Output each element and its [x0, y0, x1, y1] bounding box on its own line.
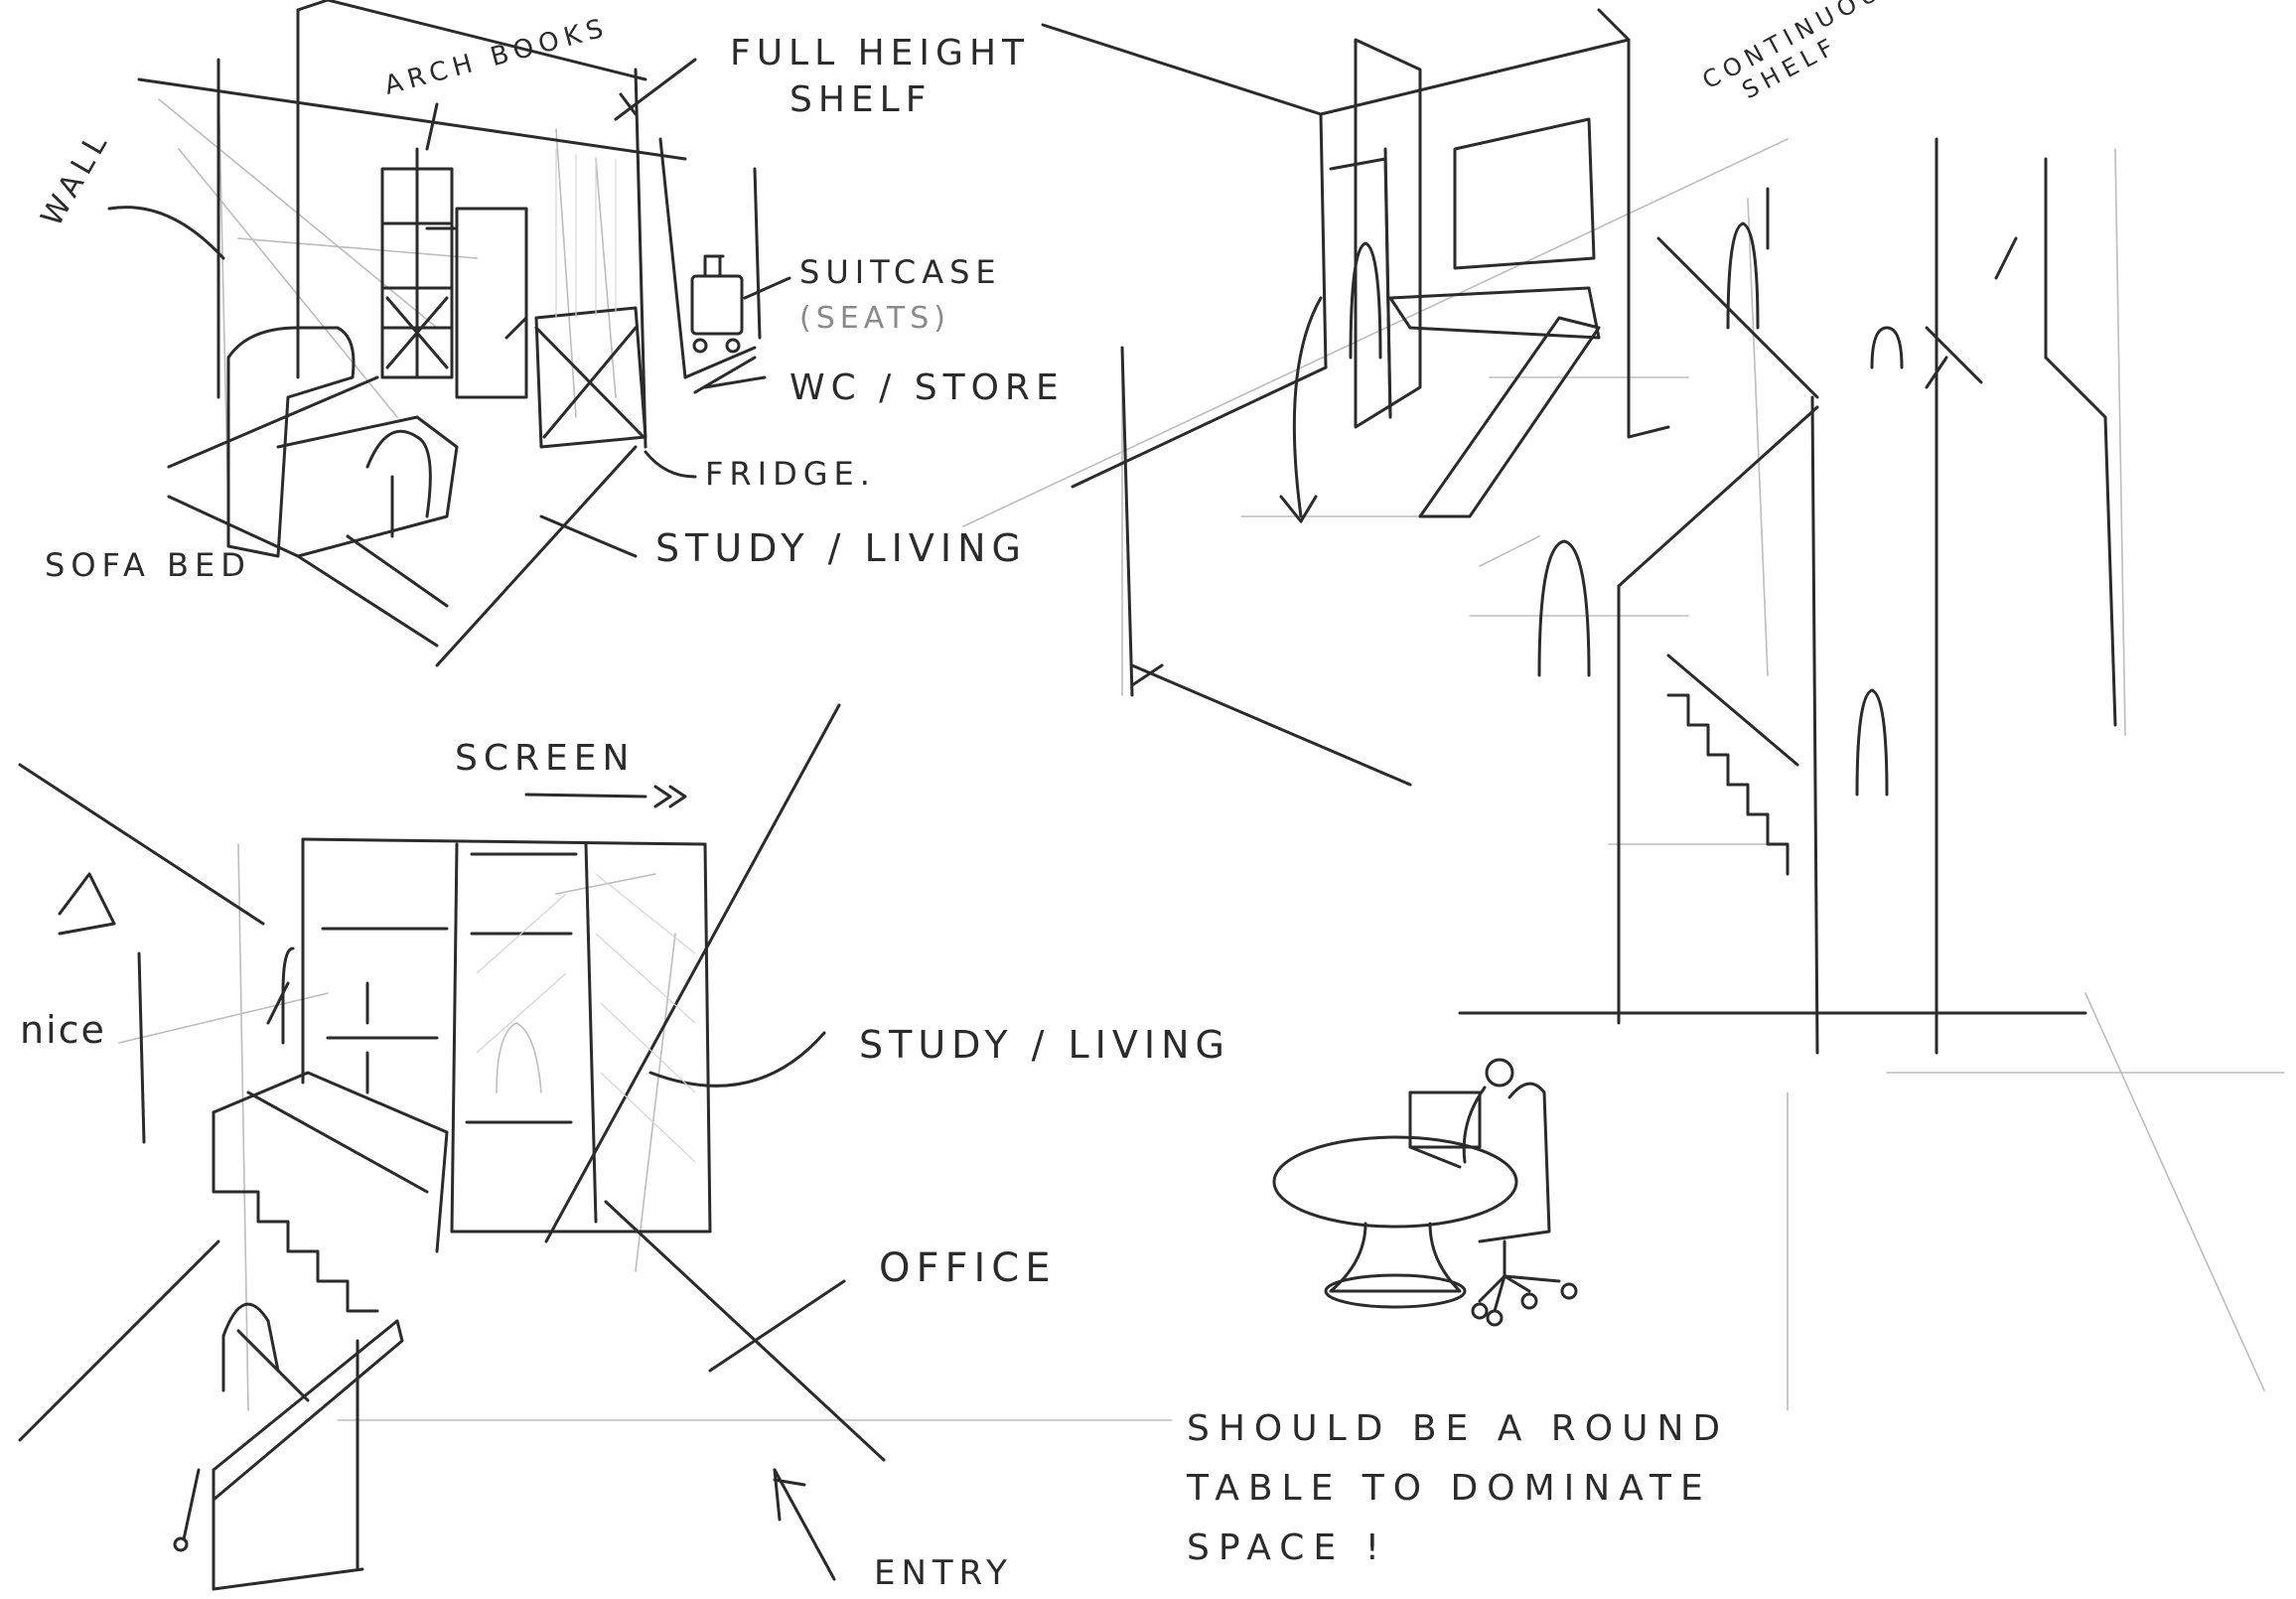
label-arch-books: ARCH BOOKS: [381, 13, 612, 101]
label-wc-store: WC / STORE: [789, 367, 1065, 408]
note-line-2: TABLE TO DOMINATE: [1186, 1468, 1712, 1509]
note-line-3: SPACE !: [1187, 1527, 1388, 1568]
label-full-height-2: SHELF: [789, 79, 932, 120]
label-study-living-top: STUDY / LIVING: [655, 526, 1027, 570]
annotation-labels: WALL ARCH BOOKS FULL HEIGHT SHELF SUITCA…: [20, 0, 1906, 1593]
round-table-sketch: [1272, 1058, 1578, 1327]
label-fridge: FRIDGE.: [705, 455, 876, 493]
label-screen: SCREEN: [455, 738, 635, 779]
top-right-section: [962, 8, 2285, 1411]
label-sofa-bed: SOFA BED: [45, 546, 251, 584]
label-wall: WALL: [35, 124, 117, 232]
label-study-living-bottom: STUDY / LIVING: [859, 1023, 1230, 1067]
label-nice: nice: [20, 1008, 106, 1052]
bottom-left-perspective: [18, 703, 1173, 1591]
label-entry: ENTRY: [874, 1553, 1013, 1593]
label-suitcase: SUITCASE: [799, 253, 1002, 291]
note-line-1: SHOULD BE A ROUND: [1187, 1408, 1729, 1449]
label-full-height-1: FULL HEIGHT: [730, 33, 1030, 73]
top-left-perspective: [107, 0, 791, 667]
label-suitcase-seats: (SEATS): [799, 301, 950, 336]
label-office: OFFICE: [879, 1245, 1057, 1291]
